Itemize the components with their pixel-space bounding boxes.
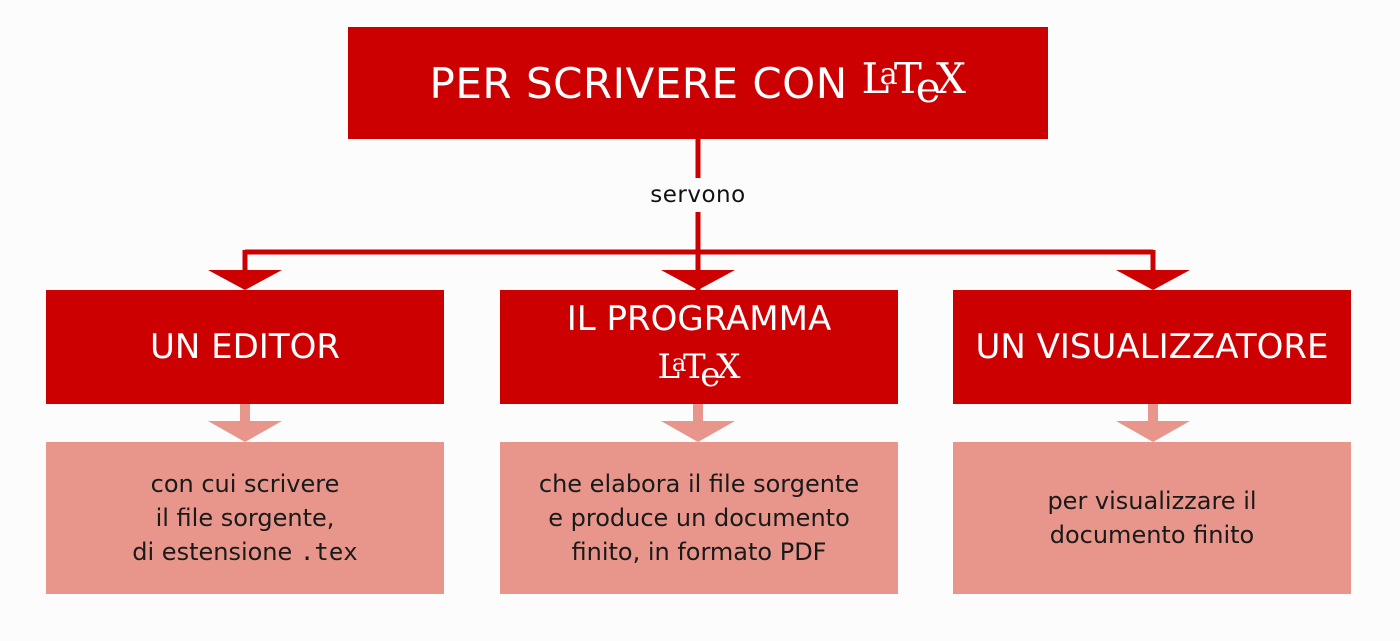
arrowhead-center [661,270,735,290]
down-arrow-right [1116,421,1190,442]
editor-description-box: con cui scrivere il file sorgente, di es… [46,442,444,594]
description-line: che elabora il file sorgente [538,470,860,498]
program-description-box: che elabora il file sorgente e produce u… [500,442,898,594]
arrowhead-right [1116,270,1190,290]
title-box: PER SCRIVERE CON LaTeX [348,27,1048,139]
editor-description: con cui scrivere il file sorgente, di es… [132,467,357,569]
editor-heading: UN EDITOR [150,327,340,367]
down-stem-left [240,404,250,422]
title-text: PER SCRIVERE CON [429,58,862,108]
latex-logo: LaTeX [861,53,967,113]
latex-logo: LaTeX [657,347,741,395]
down-arrow-left [208,421,282,442]
program-heading: IL PROGRAMMA LaTeX [567,297,831,396]
connector-label: servono [638,178,758,212]
description-line: documento finito [1049,521,1255,549]
description-line: con cui scrivere [150,470,340,498]
description-line: finito, in formato PDF [571,538,827,566]
arrowhead-left [208,270,282,290]
down-stem-right [1148,404,1158,422]
down-stem-center [693,404,703,422]
file-extension: .tex [299,538,358,566]
editor-heading-box: UN EDITOR [46,290,444,404]
description-line: per visualizzare il [1047,487,1257,515]
program-heading-box: IL PROGRAMMA LaTeX [500,290,898,404]
description-line: e produce un documento [548,504,850,532]
down-arrow-center [661,421,735,442]
viewer-description: per visualizzare il documento finito [1047,484,1256,552]
program-description: che elabora il file sorgente e produce u… [539,467,859,569]
program-heading-line: IL PROGRAMMA [566,299,832,340]
viewer-description-box: per visualizzare il documento finito [953,442,1351,594]
description-line: di estensione [132,538,300,566]
description-line: il file sorgente, [155,504,335,532]
viewer-heading-box: UN VISUALIZZATORE [953,290,1351,404]
viewer-heading: UN VISUALIZZATORE [975,327,1329,367]
